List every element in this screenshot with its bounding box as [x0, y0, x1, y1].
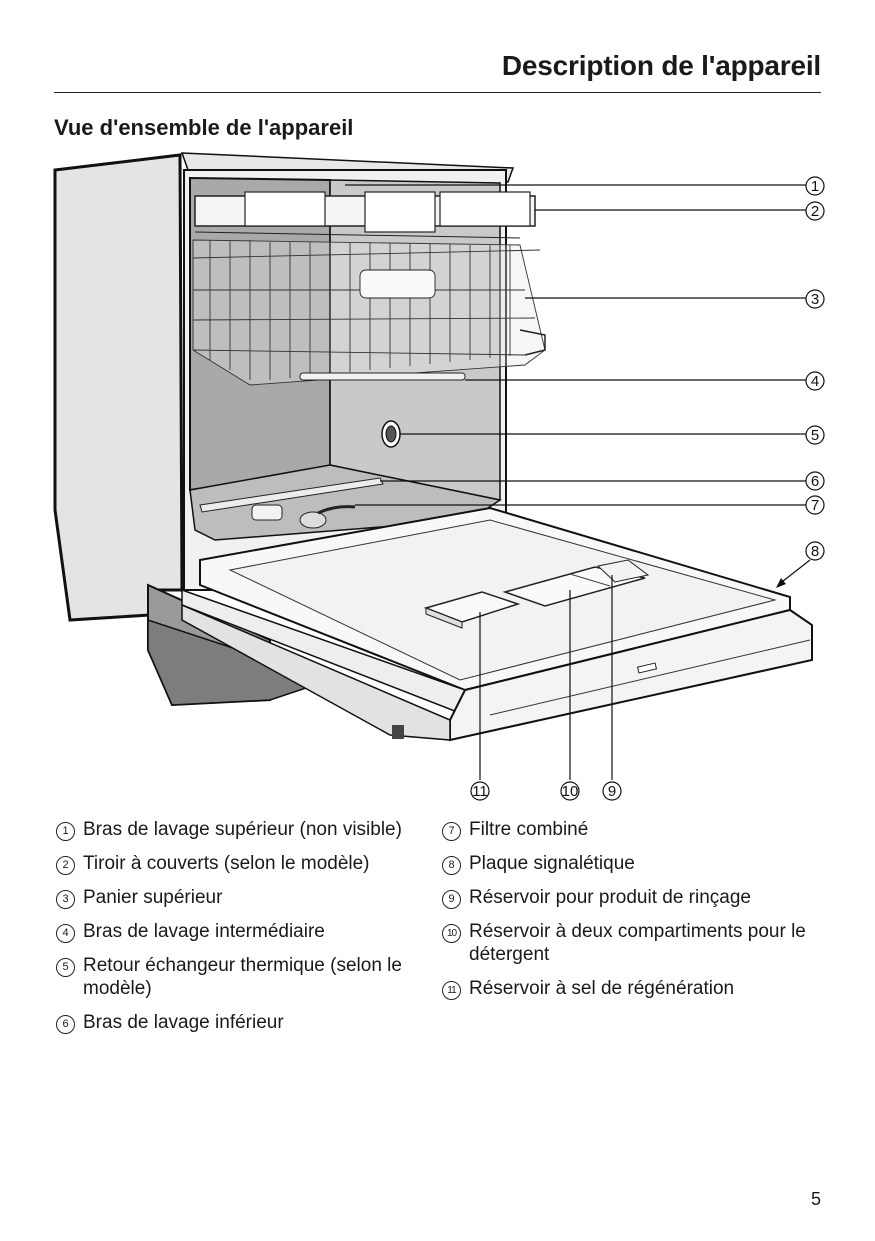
chapter-title: Description de l'appareil [501, 50, 821, 81]
svg-text:9: 9 [608, 783, 616, 800]
legend-item: 8 Plaque signalétique [442, 852, 822, 875]
legend-number-badge: 1 [56, 822, 75, 841]
callout-leaders [345, 184, 811, 780]
legend-number-badge: 10 [442, 924, 461, 943]
cabinet-side-panel [53, 153, 333, 707]
legend-item: 1 Bras de lavage supérieur (non visible) [56, 818, 436, 841]
legend-item: 7 Filtre combiné [442, 818, 822, 841]
legend-item-text: Réservoir à deux compartiments pour le d… [469, 921, 806, 965]
legend-item: 11 Réservoir à sel de régénération [442, 977, 822, 1000]
svg-text:3: 3 [811, 291, 819, 308]
legend-item-text: Filtre combiné [469, 819, 589, 840]
legend-number-badge: 8 [442, 856, 461, 875]
page-number: 5 [810, 1189, 821, 1209]
legend-right-column: 7 Filtre combiné 8 Plaque signalétique 9… [442, 818, 822, 1011]
legend-item-text: Plaque signalétique [469, 853, 635, 874]
legend-item-text: Retour échangeur thermique (selon le mod… [83, 955, 402, 999]
legend-item-text: Réservoir pour produit de rinçage [469, 887, 751, 908]
legend-item-text: Panier supérieur [83, 887, 223, 908]
svg-text:6: 6 [811, 473, 819, 490]
svg-text:4: 4 [811, 373, 819, 390]
svg-text:1: 1 [811, 178, 819, 195]
legend-item: 10 Réservoir à deux compartiments pour l… [442, 920, 822, 966]
callout-10: 10 [560, 781, 580, 801]
legend-number-badge: 3 [56, 890, 75, 909]
header-divider [54, 92, 821, 93]
legend-item: 5 Retour échangeur thermique (selon le m… [56, 954, 436, 1000]
legend-number-badge: 5 [56, 958, 75, 977]
section-title: Vue d'ensemble de l'appareil [54, 115, 354, 140]
svg-text:5: 5 [811, 427, 819, 444]
combi-filter [251, 504, 356, 529]
callout-2: 2 [805, 201, 825, 221]
callout-8: 8 [805, 541, 825, 561]
legend-item: 6 Bras de lavage inférieur [56, 1011, 436, 1034]
legend-number-badge: 11 [442, 981, 461, 1000]
callout-9: 9 [602, 781, 622, 801]
legend-number-badge: 2 [56, 856, 75, 875]
callout-7: 7 [805, 495, 825, 515]
callout-6: 6 [805, 471, 825, 491]
legend-left-column: 1 Bras de lavage supérieur (non visible)… [56, 818, 436, 1045]
legend-item-text: Bras de lavage intermédiaire [83, 921, 325, 942]
callout-5: 5 [805, 425, 825, 445]
legend-number-badge: 9 [442, 890, 461, 909]
svg-text:7: 7 [811, 497, 819, 514]
legend-item: 4 Bras de lavage intermédiaire [56, 920, 436, 943]
cutlery-drawer [194, 191, 536, 239]
nameplate-arrowhead [776, 578, 786, 588]
legend-item-text: Tiroir à couverts (selon le modèle) [83, 853, 370, 874]
svg-text:11: 11 [472, 783, 488, 800]
legend-item: 2 Tiroir à couverts (selon le modèle) [56, 852, 436, 875]
callout-11: 11 [470, 781, 490, 801]
legend-item-text: Bras de lavage inférieur [83, 1012, 284, 1033]
legend-number-badge: 4 [56, 924, 75, 943]
legend-item: 9 Réservoir pour produit de rinçage [442, 886, 822, 909]
svg-text:10: 10 [562, 783, 579, 800]
lower-spray-arm [199, 477, 384, 513]
dishwasher-illustration: 1 2 3 4 5 6 7 8 9 10 11 [0, 140, 875, 810]
callout-4: 4 [805, 371, 825, 391]
svg-text:8: 8 [811, 543, 819, 560]
legend-item: 3 Panier supérieur [56, 886, 436, 909]
rinse-aid-reservoir [596, 559, 650, 583]
legend-number-badge: 7 [442, 822, 461, 841]
legend-number-badge: 6 [56, 1015, 75, 1034]
salt-reservoir [423, 591, 521, 629]
heat-exchanger-return [381, 420, 401, 448]
legend-item-text: Bras de lavage supérieur (non visible) [83, 819, 402, 840]
upper-basket [192, 239, 546, 386]
svg-text:2: 2 [811, 203, 819, 220]
legend-item-text: Réservoir à sel de régénération [469, 978, 735, 999]
middle-spray-arm [299, 372, 466, 381]
callout-1: 1 [805, 176, 825, 196]
callout-3: 3 [805, 289, 825, 309]
